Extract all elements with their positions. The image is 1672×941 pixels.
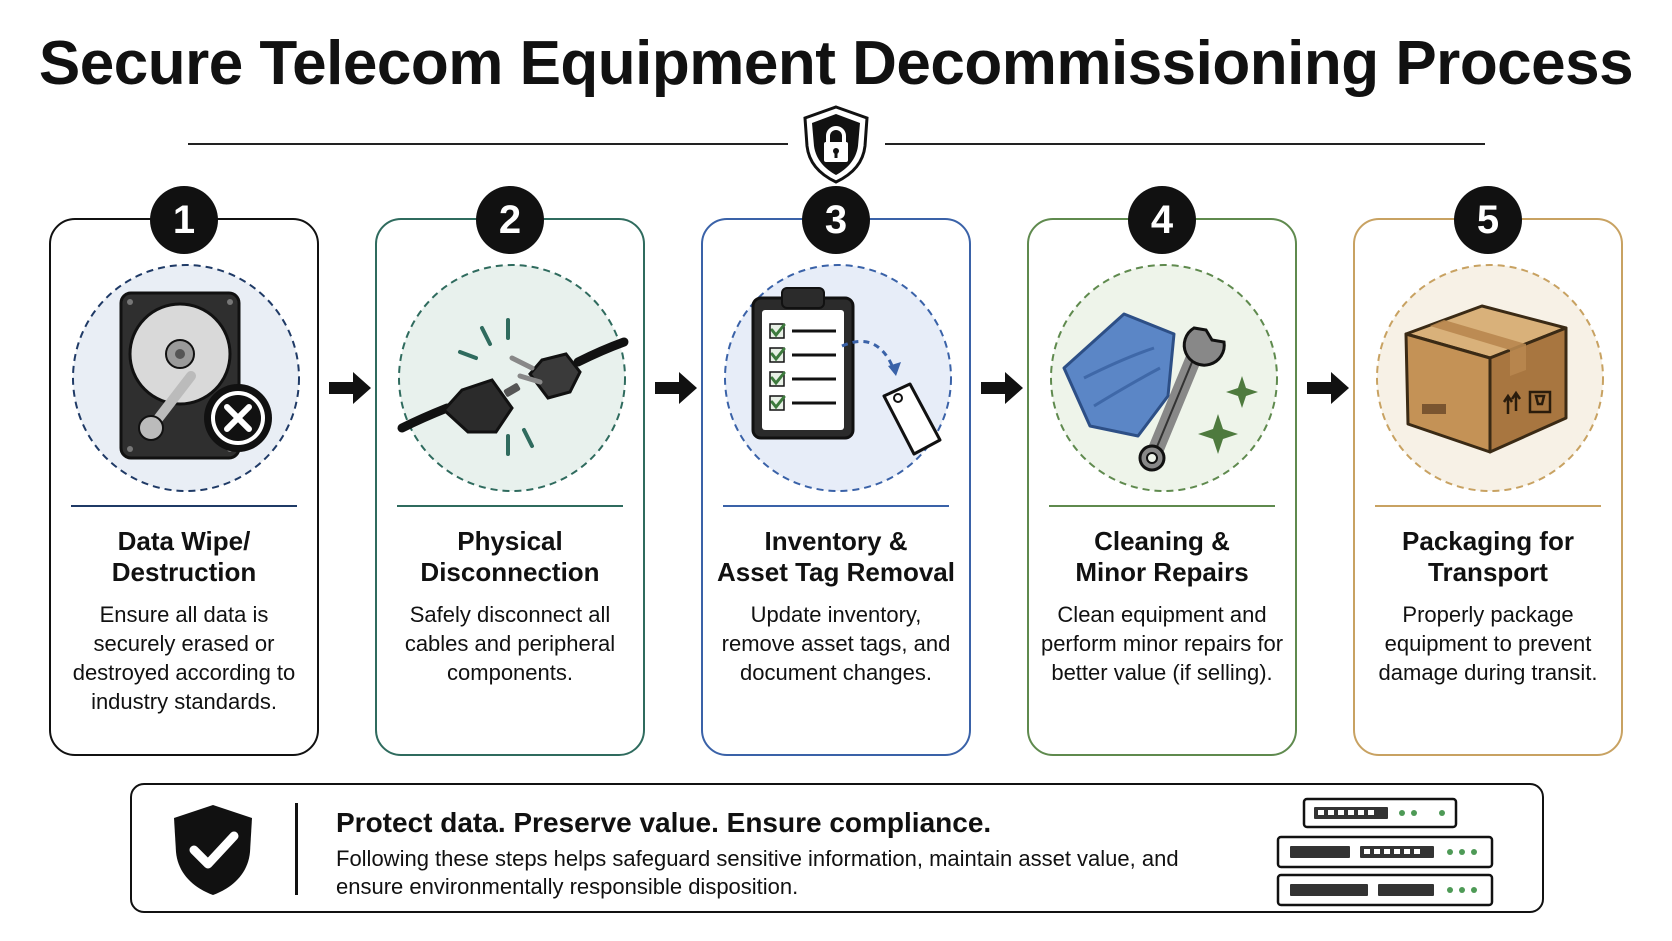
title-rule-right bbox=[885, 143, 1485, 145]
title-rule-left bbox=[188, 143, 788, 145]
banner-separator bbox=[295, 803, 298, 895]
card-divider bbox=[1375, 505, 1601, 507]
banner-headline: Protect data. Preserve value. Ensure com… bbox=[336, 807, 992, 838]
step-card-5: 5 Packaging for Transport Properly packa… bbox=[1353, 186, 1623, 756]
lock-shield-icon bbox=[803, 105, 869, 184]
step-title: Data Wipe/ Destruction bbox=[111, 526, 257, 587]
step-card-1: 1 Data Wipe/ Destruction Ensure all data… bbox=[49, 186, 319, 756]
step-title: Inventory & Asset Tag Removal bbox=[717, 526, 955, 587]
step-description: Properly package equipment to prevent da… bbox=[1378, 602, 1598, 685]
card-divider bbox=[71, 505, 297, 507]
step-description: Ensure all data is securely erased or de… bbox=[72, 602, 296, 714]
network-switch-stack-icon bbox=[1276, 797, 1494, 907]
package-box-icon bbox=[1376, 264, 1604, 492]
banner-text: Following these steps helps safeguard se… bbox=[336, 846, 1179, 899]
step-description: Update inventory, remove asset tags, and… bbox=[721, 602, 951, 685]
arrow-right-icon bbox=[981, 372, 1023, 404]
step-card-2: 2 Physical Disconnection Safely disconne… bbox=[375, 186, 645, 756]
unplug-icon bbox=[397, 264, 629, 492]
step-description: Safely disconnect all cables and periphe… bbox=[404, 602, 616, 685]
shield-check-icon bbox=[174, 805, 252, 895]
cloth-wrench-icon bbox=[1050, 264, 1278, 492]
hard-drive-x-icon bbox=[72, 264, 300, 492]
step-title: Physical Disconnection bbox=[420, 526, 600, 587]
step-card-4: 4 Cleaning & Minor Repairs Clean equipme… bbox=[1027, 186, 1297, 756]
step-number-badge: 3 bbox=[802, 186, 870, 254]
clipboard-tag-icon bbox=[724, 264, 952, 492]
step-number-badge: 1 bbox=[150, 186, 218, 254]
page-title: Secure Telecom Equipment Decommissioning… bbox=[38, 29, 1634, 98]
step-title: Packaging for Transport bbox=[1402, 526, 1574, 587]
arrow-right-icon bbox=[655, 372, 697, 404]
arrow-right-icon bbox=[329, 372, 371, 404]
step-number-badge: 2 bbox=[476, 186, 544, 254]
card-divider bbox=[723, 505, 949, 507]
step-description: Clean equipment and perform minor repair… bbox=[1040, 602, 1284, 685]
step-number-badge: 5 bbox=[1454, 186, 1522, 254]
step-number-badge: 4 bbox=[1128, 186, 1196, 254]
arrow-right-icon bbox=[1307, 372, 1349, 404]
card-divider bbox=[397, 505, 623, 507]
step-card-3: 3 Inventory & Asset Tag Removal Update i… bbox=[701, 186, 971, 756]
compliance-banner: Protect data. Preserve value. Ensure com… bbox=[130, 783, 1544, 913]
card-divider bbox=[1049, 505, 1275, 507]
step-title: Cleaning & Minor Repairs bbox=[1075, 526, 1249, 587]
